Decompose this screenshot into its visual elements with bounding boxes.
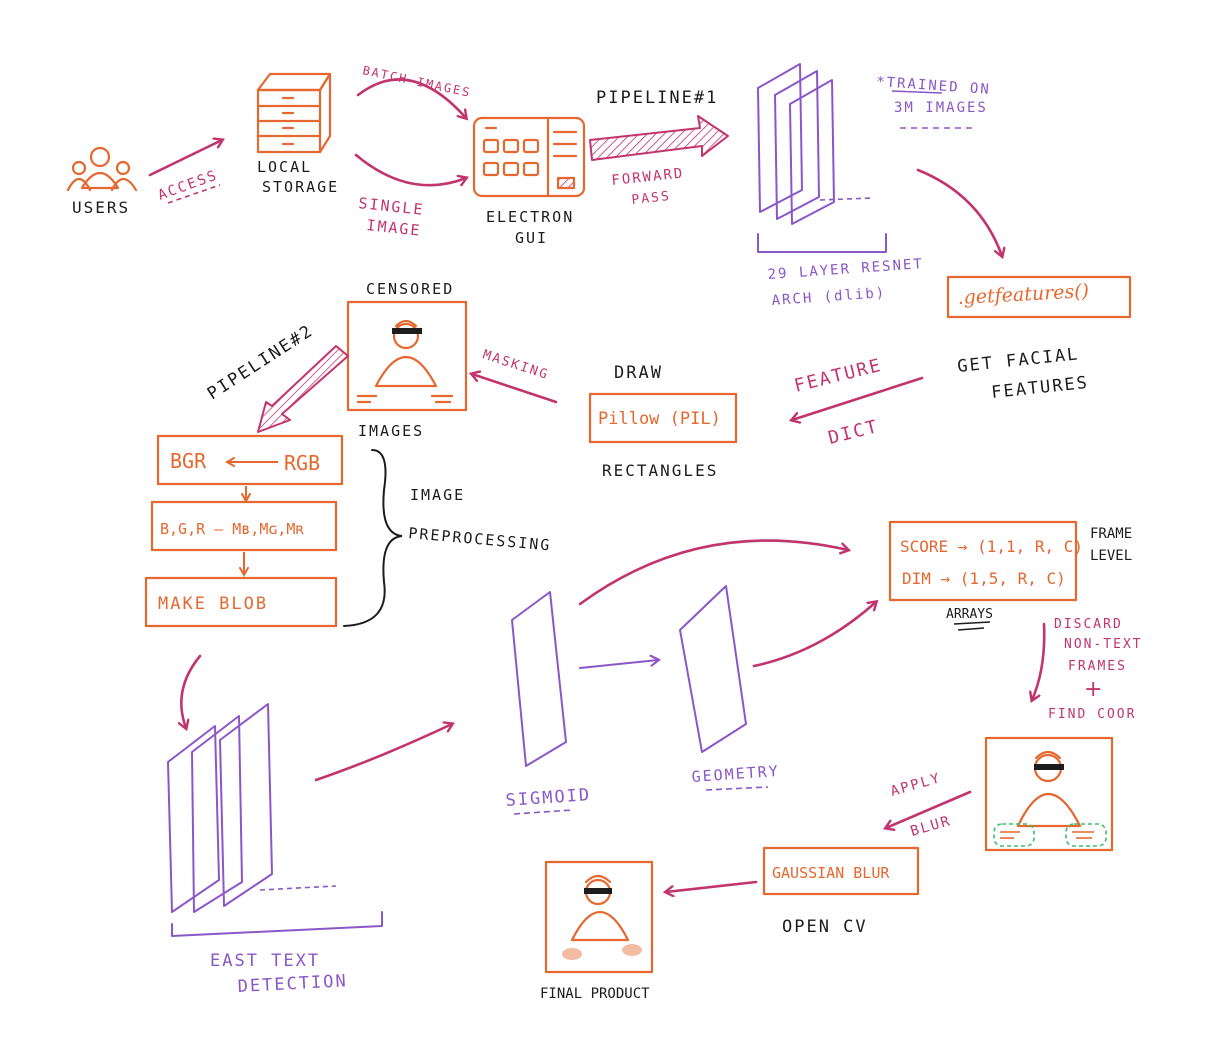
trained-on-label-line2: 3M IMAGES — [894, 100, 988, 116]
resnet-to-features-arrow — [916, 168, 1002, 256]
mean-subtraction-box — [150, 500, 338, 552]
feature-dict-arrow — [792, 376, 924, 420]
discard-label-line2: NON-TEXT — [1064, 637, 1143, 652]
arrays-label: ARRAYS — [946, 607, 993, 622]
censor-bar-icon — [392, 328, 422, 334]
pipeline1-hatched-arrow — [589, 115, 729, 161]
make-blob-box — [144, 576, 338, 628]
image-preprocessing-label-line2: PREPROCESSING — [408, 524, 552, 554]
pipeline2-hatched-arrow — [257, 345, 349, 433]
sigmoid-layer — [511, 591, 567, 767]
images-label: IMAGES — [358, 422, 424, 440]
censored-label: CENSORED — [366, 280, 454, 298]
geometry-layer — [679, 585, 747, 753]
masking-arrow — [472, 374, 558, 404]
rgb-label: RGB — [284, 451, 320, 475]
discard-label-line3: FRAMES — [1068, 659, 1127, 674]
access-arrow — [148, 140, 222, 177]
single-image-arrow — [354, 153, 466, 187]
forward-pass-label-line2: PASS — [631, 189, 672, 208]
sigmoid-label: SIGMOID — [505, 785, 592, 811]
find-coor-label: FIND COOR — [1048, 707, 1136, 722]
blur-to-final-arrow — [666, 880, 758, 892]
electron-gui-icon — [472, 116, 586, 198]
electron-gui-label-line1: ELECTRON — [486, 208, 574, 226]
feature-dict-label-line2: DICT — [826, 416, 881, 449]
pillow-label: Pillow (PIL) — [598, 409, 721, 429]
open-cv-label: OPEN CV — [782, 917, 868, 937]
final-product-label: FINAL PRODUCT — [540, 986, 650, 1002]
get-features-box — [946, 275, 1132, 319]
sigmoid-to-geometry-arrow — [579, 660, 658, 669]
apply-blur-label-line2: BLUR — [909, 813, 954, 840]
score-row: SCORE → (1,1, R, C) — [900, 537, 1083, 556]
east-label-line1: EAST TEXT — [210, 951, 320, 971]
storage-cabinet-icon — [256, 72, 332, 154]
discard-label-line1: DISCARD — [1054, 617, 1123, 632]
east-layers-stack — [167, 703, 337, 913]
apply-blur-arrow — [886, 790, 972, 828]
make-blob-label: MAKE BLOB — [158, 594, 268, 614]
frame-level-label-line1: FRAME — [1090, 526, 1132, 542]
geometry-label: GEOMETRY — [691, 762, 780, 786]
users-label: USERS — [72, 198, 130, 217]
east-brace — [171, 911, 383, 937]
resnet-label-line2: ARCH (dlib) — [771, 285, 887, 309]
bgr-rgb-box — [156, 434, 344, 486]
image-preprocessing-label-line1: IMAGE — [410, 486, 465, 504]
pipeline1-label: PIPELINE#1 — [596, 88, 718, 108]
gaussian-blur-label: GAUSSIAN BLUR — [772, 864, 890, 882]
dim-row: DIM → (1,5, R, C) — [902, 569, 1066, 588]
gaussian-blur-box — [762, 846, 920, 896]
sigmoid-to-arrays-arrow — [578, 539, 848, 606]
users-icon — [66, 146, 138, 192]
geometry-to-arrays-arrow — [752, 602, 876, 668]
draw-label: DRAW — [614, 363, 663, 383]
apply-blur-label-line1: APPLY — [889, 770, 944, 800]
final-product-image-icon — [544, 860, 654, 974]
masking-label: MASKING — [481, 348, 551, 384]
discard-arrow — [1032, 622, 1046, 700]
resnet-brace — [757, 233, 887, 253]
batch-images-label: BATCH IMAGES — [361, 63, 472, 100]
bgr-label: BGR — [170, 449, 207, 473]
get-features-code: .getfeatures() — [957, 280, 1089, 309]
mean-subtraction-label: B,G,R – Mʙ,Mɢ,Mʀ — [160, 520, 305, 538]
get-facial-label-line2: FEATURES — [990, 373, 1089, 403]
rectangles-label: RECTANGLES — [602, 461, 718, 480]
local-storage-label-line1: LOCAL — [257, 158, 312, 176]
east-to-sigmoid-arrow — [314, 724, 452, 782]
detected-text-image-icon — [984, 736, 1114, 852]
frame-level-label-line2: LEVEL — [1090, 548, 1132, 564]
local-storage-label-line2: STORAGE — [262, 178, 339, 196]
single-image-label-line2: IMAGE — [366, 216, 423, 240]
censored-image-icon — [346, 300, 468, 412]
blob-to-east-arrow — [181, 654, 202, 728]
plus-label: + — [1084, 677, 1102, 702]
forward-pass-label-line1: FORWARD — [611, 165, 685, 189]
arrays-box — [888, 520, 1078, 602]
resnet-layers-stack — [757, 63, 873, 225]
resnet-label-line1: 29 LAYER RESNET — [767, 256, 924, 283]
electron-gui-label-line2: GUI — [515, 229, 548, 247]
get-facial-label-line1: GET FACIAL — [956, 344, 1080, 377]
access-label: ACCESS — [156, 167, 220, 203]
pillow-box — [588, 392, 738, 444]
feature-dict-label-line1: FEATURE — [792, 355, 884, 397]
preprocessing-brace — [343, 449, 403, 627]
east-label-line2: DETECTION — [237, 971, 348, 997]
batch-images-arrow — [356, 78, 466, 118]
trained-on-label-line1: *TRAINED ON — [876, 74, 992, 98]
